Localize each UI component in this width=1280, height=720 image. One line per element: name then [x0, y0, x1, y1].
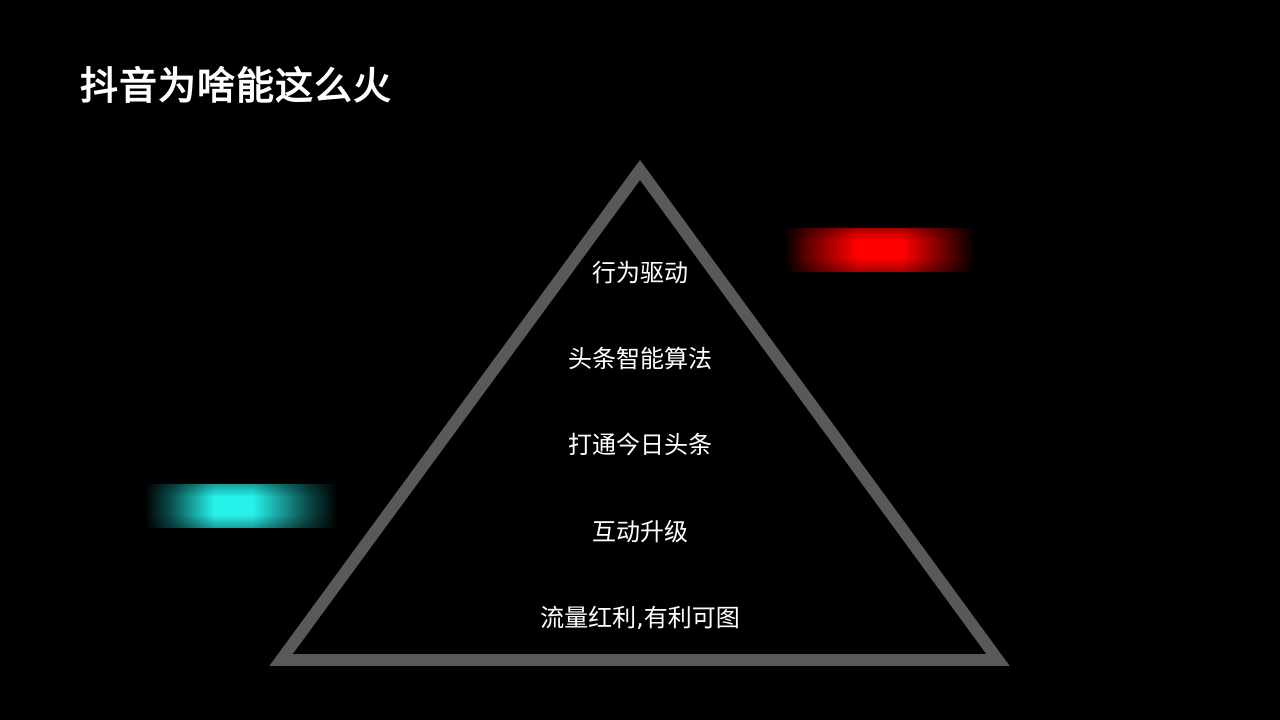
- pyramid-level-4: 互动升级: [592, 518, 688, 546]
- red-glow-bar: [785, 228, 975, 272]
- pyramid-level-2: 头条智能算法: [568, 345, 712, 373]
- pyramid-level-1: 行为驱动: [592, 259, 688, 287]
- pyramid-level-3: 打通今日头条: [568, 431, 712, 459]
- pyramid-level-5: 流量红利,有利可图: [540, 604, 740, 632]
- cyan-glow-bar: [145, 484, 338, 528]
- slide-title: 抖音为啥能这么火: [80, 64, 393, 108]
- pyramid-outline: [269, 159, 1010, 666]
